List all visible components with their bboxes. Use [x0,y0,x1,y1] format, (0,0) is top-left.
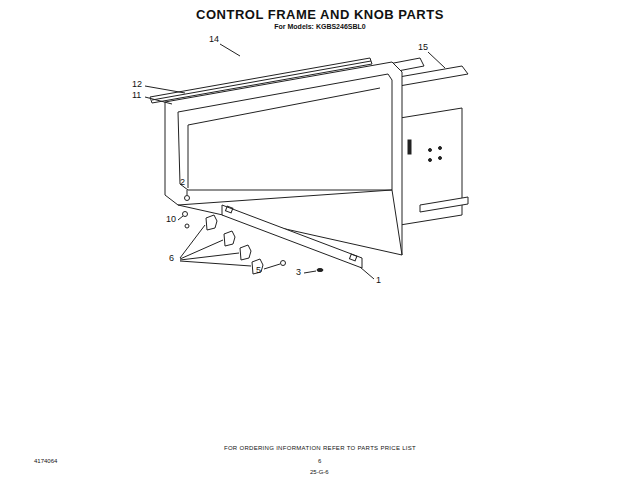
diagram-title: CONTROL FRAME AND KNOB PARTS [196,8,444,22]
callout-number: 2 [180,178,185,188]
callout-number: 11 [132,91,141,101]
callout-number: 6 [169,254,174,264]
callout-number: 5 [256,266,261,276]
callout-number: 15 [418,43,428,53]
callout-number: 12 [132,80,142,90]
section-code: 25-G-6 [310,469,329,476]
ordering-note: FOR ORDERING INFORMATION REFER TO PARTS … [224,445,416,452]
callout-number: 1 [376,276,381,286]
callout-number: 14 [209,35,219,45]
callout-number: 3 [296,268,301,278]
document-number: 4174064 [34,458,57,465]
callout-number: 10 [166,215,176,225]
model-subtitle: For Models: KGBS246SBL0 [274,23,365,31]
page-number: 6 [318,458,321,465]
